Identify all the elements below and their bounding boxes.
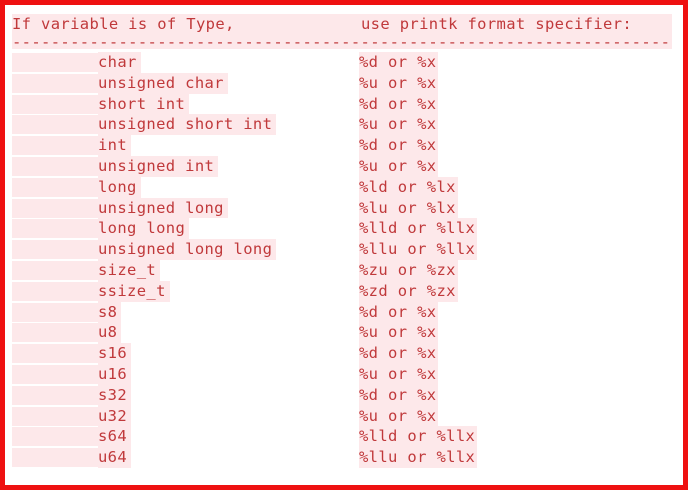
table-row: u8 %u or %x bbox=[12, 322, 672, 344]
table-row: short int %d or %x bbox=[12, 93, 672, 115]
specifier-column-header: use printk format specifier: bbox=[361, 15, 633, 33]
row-indent bbox=[12, 260, 98, 280]
format-specifier: %u or %x bbox=[359, 405, 439, 427]
row-indent bbox=[12, 94, 98, 114]
row-indent bbox=[12, 364, 98, 384]
format-specifier: %lu or %lx bbox=[359, 197, 458, 219]
row-indent bbox=[12, 156, 98, 176]
variable-type: u64 bbox=[98, 447, 132, 468]
format-specifier: %llu or %llx bbox=[359, 239, 478, 260]
format-specifier: %lld or %llx bbox=[359, 426, 478, 448]
format-specifier: %zd or %zx bbox=[359, 280, 458, 302]
format-specifier: %d or %x bbox=[359, 343, 439, 364]
table-row: u64 %llu or %llx bbox=[12, 447, 672, 468]
type-column-header: If variable is of Type, bbox=[12, 15, 235, 33]
variable-type: unsigned long bbox=[98, 197, 228, 219]
row-indent bbox=[12, 115, 98, 135]
variable-type: short int bbox=[98, 93, 190, 115]
table-row: s32 %d or %x bbox=[12, 384, 672, 406]
variable-type: unsigned int bbox=[98, 155, 219, 177]
variable-type: size_t bbox=[98, 259, 161, 281]
row-indent bbox=[12, 73, 98, 93]
row-indent bbox=[12, 136, 98, 156]
row-indent bbox=[12, 219, 98, 239]
format-specifier: %d or %x bbox=[359, 135, 439, 156]
variable-type: u8 bbox=[98, 322, 122, 344]
row-indent bbox=[12, 427, 98, 447]
format-specifier: %u or %x bbox=[359, 363, 439, 385]
format-specifier: %d or %x bbox=[359, 384, 439, 406]
table-row: s8 %d or %x bbox=[12, 301, 672, 323]
variable-type: s32 bbox=[98, 384, 132, 406]
variable-type: unsigned char bbox=[98, 72, 228, 94]
table-row: unsigned short int %u or %x bbox=[12, 114, 672, 136]
row-indent bbox=[12, 53, 98, 72]
variable-type: unsigned short int bbox=[98, 114, 277, 136]
row-indent bbox=[12, 406, 98, 426]
variable-type: ssize_t bbox=[98, 280, 170, 302]
table-header: If variable is of Type, use printk forma… bbox=[12, 14, 672, 35]
header-separator: ----------------------------------------… bbox=[12, 35, 672, 49]
format-specifier: %zu or %zx bbox=[359, 259, 458, 281]
format-specifier: %d or %x bbox=[359, 301, 439, 323]
format-specifier: %d or %x bbox=[359, 93, 439, 115]
table-row: unsigned long long %llu or %llx bbox=[12, 239, 672, 260]
table-row: char %d or %x bbox=[12, 52, 672, 73]
format-specifier: %u or %x bbox=[359, 322, 439, 344]
row-indent bbox=[12, 323, 98, 343]
format-specifier: %u or %x bbox=[359, 72, 439, 94]
row-indent bbox=[12, 240, 98, 260]
table-row: u16 %u or %x bbox=[12, 363, 672, 385]
table-row: s16 %d or %x bbox=[12, 343, 672, 364]
variable-type: unsigned long long bbox=[98, 239, 277, 260]
row-indent bbox=[12, 281, 98, 301]
table-row: long %ld or %lx bbox=[12, 176, 672, 198]
variable-type: char bbox=[98, 52, 141, 73]
format-specifier: %d or %x bbox=[359, 52, 439, 73]
row-indent bbox=[12, 385, 98, 405]
table-row: unsigned char %u or %x bbox=[12, 72, 672, 94]
variable-type: long bbox=[98, 176, 141, 198]
row-indent bbox=[12, 302, 98, 322]
variable-type: long long bbox=[98, 218, 190, 240]
format-specifier: %u or %x bbox=[359, 114, 439, 136]
variable-type: s8 bbox=[98, 301, 122, 323]
format-specifier: %llu or %llx bbox=[359, 447, 478, 468]
row-indent bbox=[12, 448, 98, 468]
variable-type: u32 bbox=[98, 405, 132, 427]
format-specifier: %u or %x bbox=[359, 155, 439, 177]
table-row: unsigned int %u or %x bbox=[12, 155, 672, 177]
variable-type: u16 bbox=[98, 363, 132, 385]
variable-type: int bbox=[98, 135, 132, 156]
table-row: u32 %u or %x bbox=[12, 405, 672, 427]
row-indent bbox=[12, 177, 98, 197]
variable-type: s16 bbox=[98, 343, 132, 364]
table-row: s64 %lld or %llx bbox=[12, 426, 672, 448]
variable-type: s64 bbox=[98, 426, 132, 448]
table-row: long long %lld or %llx bbox=[12, 218, 672, 240]
row-indent bbox=[12, 344, 98, 364]
table-row: size_t %zu or %zx bbox=[12, 259, 672, 281]
format-specifier: %lld or %llx bbox=[359, 218, 478, 240]
row-indent bbox=[12, 198, 98, 218]
table-row: int %d or %x bbox=[12, 135, 672, 156]
table-row: unsigned long %lu or %lx bbox=[12, 197, 672, 219]
table-row: ssize_t %zd or %zx bbox=[12, 280, 672, 302]
format-specifier: %ld or %lx bbox=[359, 176, 458, 198]
printk-format-table: If variable is of Type, use printk forma… bbox=[12, 14, 672, 468]
